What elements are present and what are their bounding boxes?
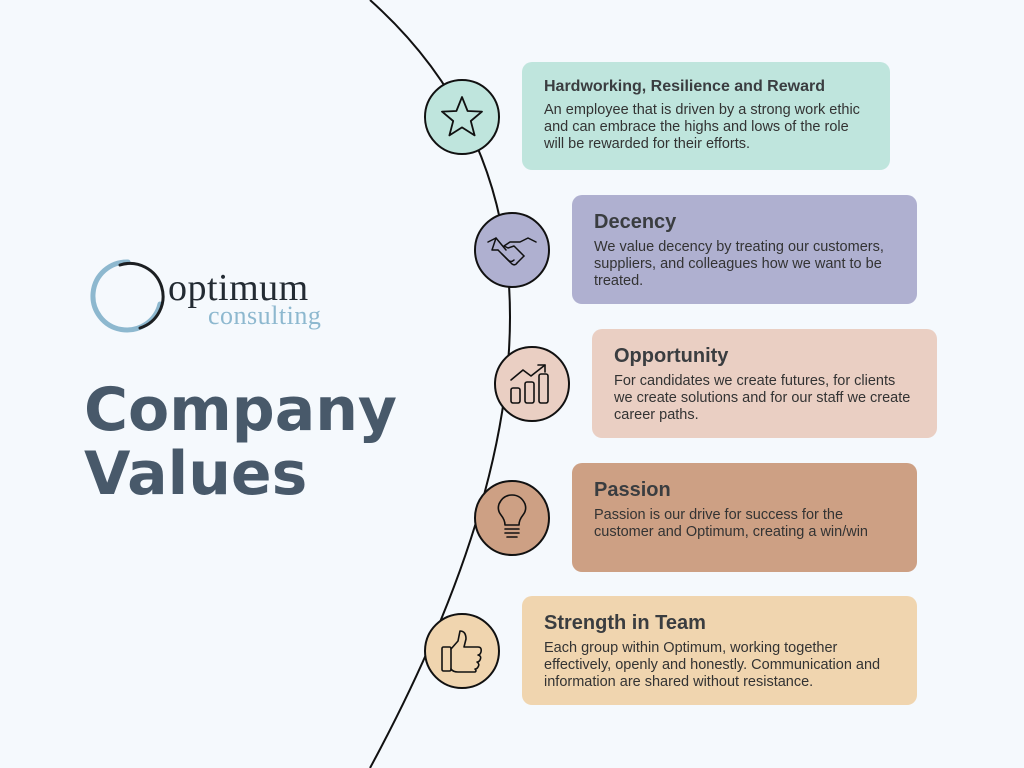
- value-title: Strength in Team: [544, 612, 706, 634]
- value-node-strength-in-team: [424, 613, 500, 689]
- value-title: Hardworking, Resilience and Reward: [544, 78, 825, 95]
- value-card-strength-in-team: Strength in Team Each group within Optim…: [522, 596, 917, 705]
- value-title: Opportunity: [614, 345, 729, 367]
- page-title-line2: Values: [84, 439, 308, 509]
- value-node-hardworking: [424, 79, 500, 155]
- value-card-hardworking: Hardworking, Resilience and Reward An em…: [522, 62, 890, 170]
- growth-chart-icon: [510, 364, 549, 404]
- optimum-logo: optimum consulting: [88, 252, 348, 342]
- logo-ring-icon: [90, 259, 165, 333]
- value-description: An employee that is driven by a strong w…: [544, 102, 860, 152]
- value-node-opportunity: [494, 346, 570, 422]
- value-title: Passion: [594, 479, 671, 501]
- logo-subtext: consulting: [208, 301, 322, 330]
- value-card-passion: Passion Passion is our drive for success…: [572, 463, 917, 572]
- value-node-passion: [474, 480, 550, 556]
- value-description: For candidates we create futures, for cl…: [614, 373, 911, 423]
- value-title: Decency: [594, 211, 677, 233]
- value-card-decency: Decency We value decency by treating our…: [572, 195, 917, 304]
- value-description: We value decency by treating our custome…: [594, 239, 884, 289]
- thumbs-up-icon: [441, 630, 482, 673]
- star-icon: [441, 96, 483, 137]
- logo-wordmark: optimum: [168, 267, 309, 309]
- page-title: Company Values: [84, 378, 404, 506]
- value-node-decency: [474, 212, 550, 288]
- handshake-icon: [487, 237, 537, 266]
- lightbulb-icon: [497, 494, 527, 538]
- value-description: Each group within Optimum, working toget…: [544, 640, 881, 690]
- value-description: Passion is our drive for success for the…: [594, 507, 868, 540]
- page-title-line1: Company: [84, 375, 398, 445]
- value-card-opportunity: Opportunity For candidates we create fut…: [592, 329, 937, 438]
